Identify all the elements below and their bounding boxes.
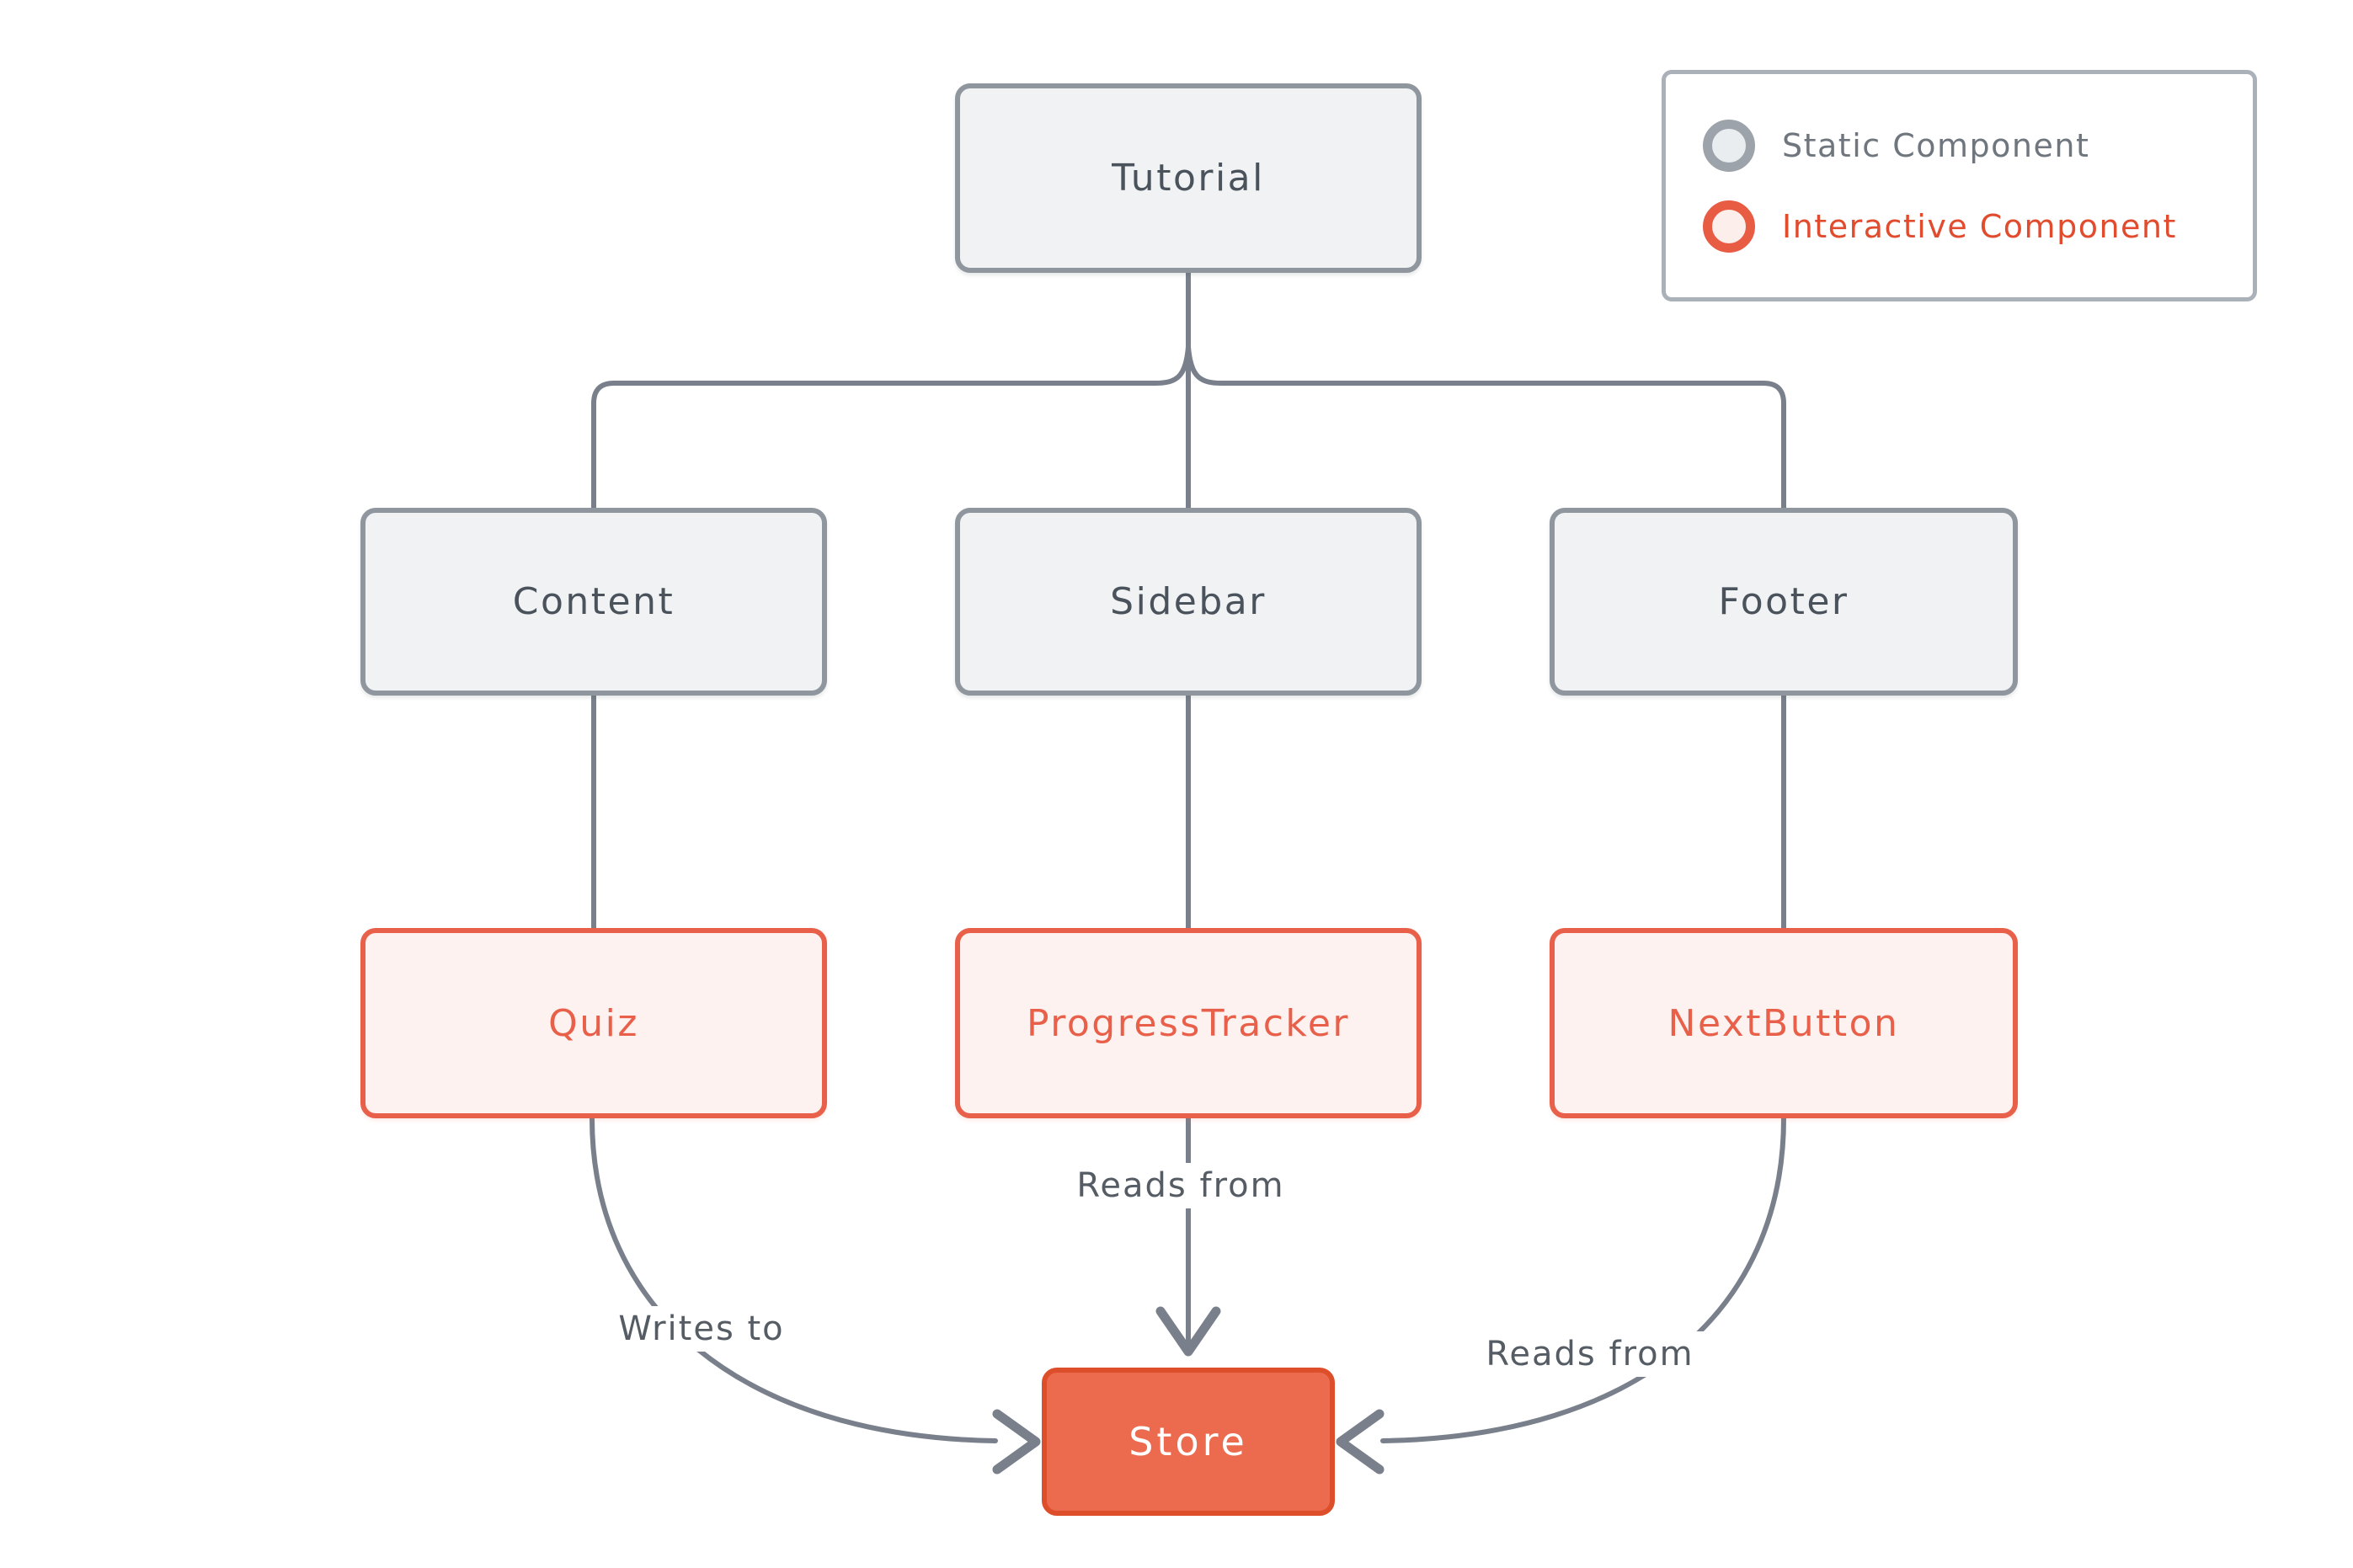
node-progresstracker-label: ProgressTracker [1027, 1001, 1350, 1045]
legend-label-static: Static Component [1782, 126, 2090, 164]
node-store: Store [1042, 1368, 1335, 1516]
edge-label-reads-from-right: Reads from [1472, 1331, 1708, 1377]
node-footer-label: Footer [1718, 580, 1849, 623]
edge-quiz-store [590, 1116, 998, 1443]
node-content: Content [360, 508, 827, 696]
edge-label-writes-to: Writes to [605, 1306, 798, 1352]
node-quiz: Quiz [360, 928, 827, 1118]
edge-tutorial-content-footer-branches [591, 344, 1786, 510]
legend: Static Component Interactive Component [1662, 70, 2257, 301]
node-progresstracker: ProgressTracker [955, 928, 1422, 1118]
node-store-label: Store [1128, 1419, 1248, 1464]
node-nextbutton: NextButton [1550, 928, 2018, 1118]
legend-label-interactive: Interactive Component [1782, 207, 2177, 245]
legend-item-static: Static Component [1703, 119, 2253, 172]
static-component-circle-icon [1703, 119, 1755, 172]
arrowhead-nextbutton-store [1336, 1409, 1385, 1475]
node-footer: Footer [1550, 508, 2018, 696]
edge-nextbutton-store [1380, 1116, 1786, 1443]
node-content-label: Content [512, 580, 675, 623]
node-quiz-label: Quiz [548, 1001, 639, 1045]
arrowhead-progresstracker-store [1155, 1306, 1221, 1357]
legend-item-interactive: Interactive Component [1703, 200, 2253, 253]
node-sidebar: Sidebar [955, 508, 1422, 696]
edge-label-reads-from-center: Reads from [1063, 1163, 1299, 1208]
arrowhead-quiz-store [992, 1409, 1041, 1475]
interactive-component-circle-icon [1703, 200, 1755, 253]
node-tutorial-label: Tutorial [1112, 157, 1265, 200]
node-nextbutton-label: NextButton [1667, 1001, 1900, 1045]
node-tutorial: Tutorial [955, 83, 1422, 273]
node-sidebar-label: Sidebar [1110, 580, 1267, 623]
